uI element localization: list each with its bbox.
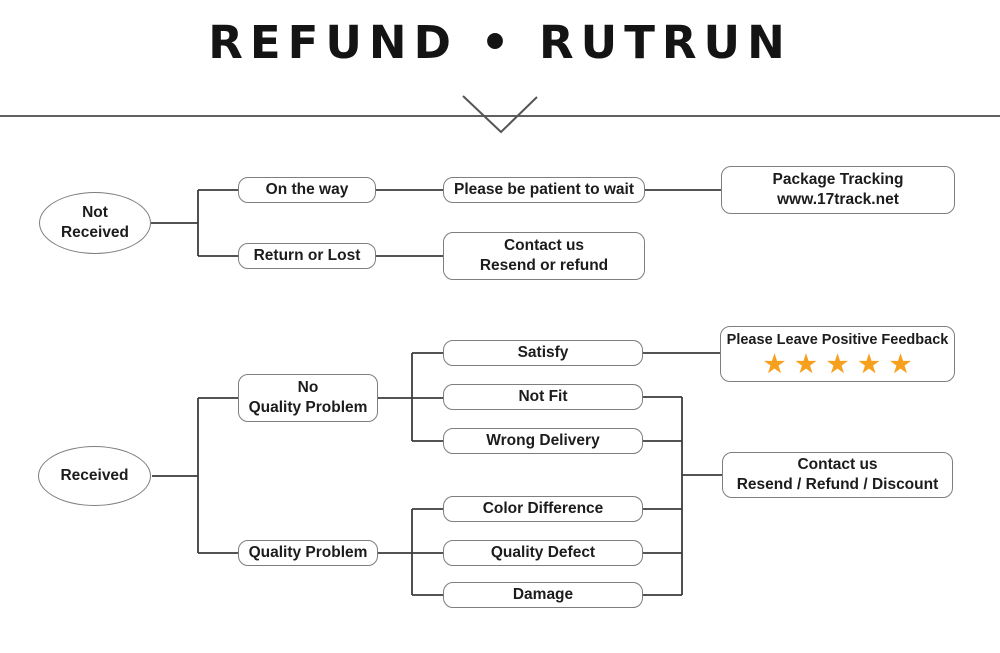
node-label: Contact us	[797, 455, 878, 473]
node-label: Quality Problem	[248, 543, 368, 561]
node-label: Damage	[512, 585, 574, 603]
node-quality-defect: Quality Defect	[443, 540, 643, 566]
node-color-difference: Color Difference	[443, 496, 643, 522]
node-be-patient: Please be patient to wait	[443, 177, 645, 203]
node-quality-problem: Quality Problem	[238, 540, 378, 566]
node-label: Quality Problem	[248, 399, 368, 416]
node-contact-resend-refund: Contact us Resend or refund	[443, 232, 645, 280]
node-label: Package Tracking	[772, 170, 904, 188]
node-received: Received	[38, 446, 151, 506]
node-label: Contact us	[503, 236, 585, 254]
connector-flow1	[151, 189, 721, 257]
node-on-the-way: On the way	[238, 177, 376, 203]
node-not-fit: Not Fit	[443, 384, 643, 410]
node-contact-resend-refund-discount: Contact us Resend / Refund / Discount	[722, 452, 953, 498]
node-label: Not	[82, 203, 108, 221]
node-positive-feedback: Please Leave Positive Feedback ★★★★★	[720, 326, 955, 382]
connector-flow2	[152, 352, 722, 596]
node-wrong-delivery: Wrong Delivery	[443, 428, 643, 454]
node-not-received: Not Received	[39, 192, 151, 254]
node-label: Return or Lost	[253, 246, 361, 264]
node-satisfy: Satisfy	[443, 340, 643, 366]
node-no-quality-problem: No Quality Problem	[238, 374, 378, 422]
node-package-tracking: Package Tracking www.17track.net	[721, 166, 955, 214]
node-label: Color Difference	[482, 499, 604, 517]
down-chevron-icon	[462, 95, 538, 134]
node-label: Not Fit	[518, 387, 568, 405]
node-label: Please Leave Positive Feedback	[726, 332, 949, 349]
node-return-or-lost: Return or Lost	[238, 243, 376, 269]
node-label: Received	[60, 224, 130, 241]
tracking-url: www.17track.net	[777, 191, 899, 208]
node-damage: Damage	[443, 582, 643, 608]
node-label: Quality Defect	[490, 543, 596, 561]
node-label: Wrong Delivery	[486, 431, 600, 449]
node-label: No	[297, 378, 319, 396]
node-label: Resend / Refund / Discount	[736, 476, 939, 493]
node-label: Received	[60, 466, 129, 484]
page-title: REFUND • RUTRUN	[208, 16, 792, 69]
star-rating-icon: ★★★★★	[763, 350, 922, 378]
node-label: Resend or refund	[479, 257, 609, 274]
node-label: Please be patient to wait	[453, 180, 635, 198]
node-label: Satisfy	[517, 343, 569, 361]
node-label: On the way	[265, 180, 349, 198]
